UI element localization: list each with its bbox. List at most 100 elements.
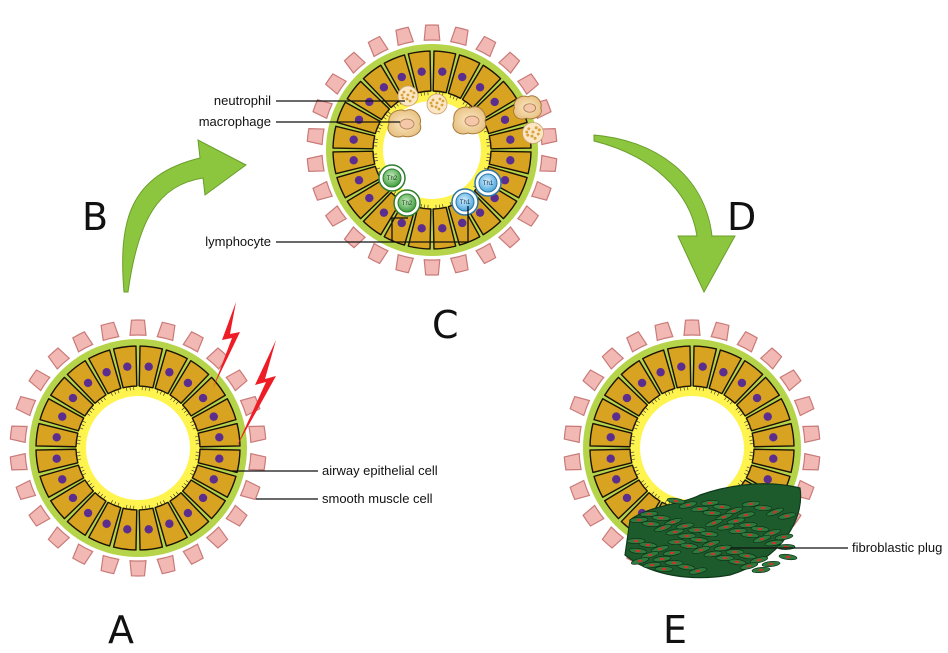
cell-nucleus <box>69 394 77 402</box>
cell-nucleus <box>506 135 514 143</box>
cell-nucleus <box>612 412 620 420</box>
lymphocyte-tag: Th2 <box>387 176 398 182</box>
smooth-muscle-cell <box>684 320 700 335</box>
panel-label-b: B <box>82 195 108 239</box>
cell-nucleus <box>753 394 761 402</box>
smooth-muscle-cell <box>451 255 468 273</box>
smooth-muscle-cell <box>803 426 820 442</box>
cell-nucleus <box>769 433 777 441</box>
cell-nucleus <box>123 525 131 533</box>
cell-nucleus <box>199 394 207 402</box>
cell-nucleus <box>215 433 223 441</box>
cell-nucleus <box>102 520 110 528</box>
cell-nucleus <box>184 509 192 517</box>
cell-nucleus <box>84 509 92 517</box>
cell-nucleus <box>84 379 92 387</box>
cell-nucleus <box>438 67 446 75</box>
cell-nucleus <box>398 219 406 227</box>
cell-nucleus <box>699 363 707 371</box>
smooth-muscle-cell <box>130 320 146 335</box>
airway-lumen <box>640 396 744 500</box>
cell-nucleus <box>417 224 425 232</box>
cell-nucleus <box>145 525 153 533</box>
cell-nucleus <box>165 368 173 376</box>
cell-nucleus <box>199 494 207 502</box>
cell-nucleus <box>612 475 620 483</box>
airway-e <box>564 320 819 578</box>
cell-nucleus <box>210 475 218 483</box>
cell-nucleus <box>501 176 509 184</box>
label-neutrophil: neutrophil <box>214 93 271 108</box>
cell-nucleus <box>380 83 388 91</box>
cell-nucleus <box>623 494 631 502</box>
cell-nucleus <box>365 98 373 106</box>
cell-nucleus <box>349 135 357 143</box>
cell-nucleus <box>506 156 514 164</box>
cell-nucleus <box>623 394 631 402</box>
label-lymphocyte: lymphocyte <box>205 234 271 249</box>
cell-nucleus <box>58 475 66 483</box>
cell-nucleus <box>738 379 746 387</box>
panel-label-c: C <box>432 303 459 347</box>
panel-label-e: E <box>663 608 687 648</box>
cell-nucleus <box>58 412 66 420</box>
smooth-muscle-cell <box>157 556 175 574</box>
cell-nucleus <box>476 83 484 91</box>
cell-nucleus <box>438 224 446 232</box>
airway-a <box>10 320 265 576</box>
arrow-d <box>594 135 735 292</box>
cell-nucleus <box>349 156 357 164</box>
smooth-muscle-cell <box>396 27 413 45</box>
cell-nucleus <box>398 73 406 81</box>
cell-nucleus <box>458 73 466 81</box>
cell-nucleus <box>638 379 646 387</box>
cell-nucleus <box>476 208 484 216</box>
smooth-muscle-cell <box>130 561 146 576</box>
smooth-muscle-cell <box>249 454 266 470</box>
smooth-muscle-cell <box>307 155 324 171</box>
label-smooth-muscle-cell: smooth muscle cell <box>322 491 433 506</box>
smooth-muscle-cell <box>101 556 119 574</box>
cell-nucleus <box>53 455 61 463</box>
arrow-b <box>123 140 246 292</box>
macrophage-nucleus <box>465 116 479 126</box>
smooth-muscle-cell <box>711 322 729 340</box>
smooth-muscle-cell <box>249 426 266 442</box>
panel-label-a: A <box>108 608 134 648</box>
cell-nucleus <box>769 455 777 463</box>
label-airway-epithelial-cell: airway epithelial cell <box>322 463 438 478</box>
smooth-muscle-cell <box>396 255 413 273</box>
cell-nucleus <box>365 194 373 202</box>
lymphocyte-tag: Th1 <box>483 181 494 187</box>
smooth-muscle-cell <box>803 454 820 470</box>
cell-nucleus <box>123 363 131 371</box>
cell-nucleus <box>764 475 772 483</box>
cell-nucleus <box>69 494 77 502</box>
cell-nucleus <box>417 67 425 75</box>
cell-nucleus <box>458 219 466 227</box>
smooth-muscle-cell <box>424 25 440 40</box>
smooth-muscle-cell <box>101 322 119 340</box>
label-fibroblastic-plug: fibroblastic plug <box>852 540 942 555</box>
smooth-muscle-cell <box>564 454 581 470</box>
cell-nucleus <box>355 176 363 184</box>
label-macrophage: macrophage <box>199 114 271 129</box>
cell-nucleus <box>355 116 363 124</box>
annotation-smooth-muscle-cell: smooth muscle cell <box>256 491 433 506</box>
cell-nucleus <box>501 116 509 124</box>
cell-nucleus <box>380 208 388 216</box>
panel-label-d: D <box>727 195 756 239</box>
cell-nucleus <box>53 433 61 441</box>
cell-nucleus <box>764 412 772 420</box>
cell-nucleus <box>210 412 218 420</box>
cell-nucleus <box>165 520 173 528</box>
cell-nucleus <box>215 455 223 463</box>
smooth-muscle-cell <box>564 426 581 442</box>
smooth-muscle-cell <box>451 27 468 45</box>
lymphocyte-tag: Th1 <box>460 200 471 206</box>
smooth-muscle-cell <box>10 426 27 442</box>
smooth-muscle-cell <box>655 322 673 340</box>
